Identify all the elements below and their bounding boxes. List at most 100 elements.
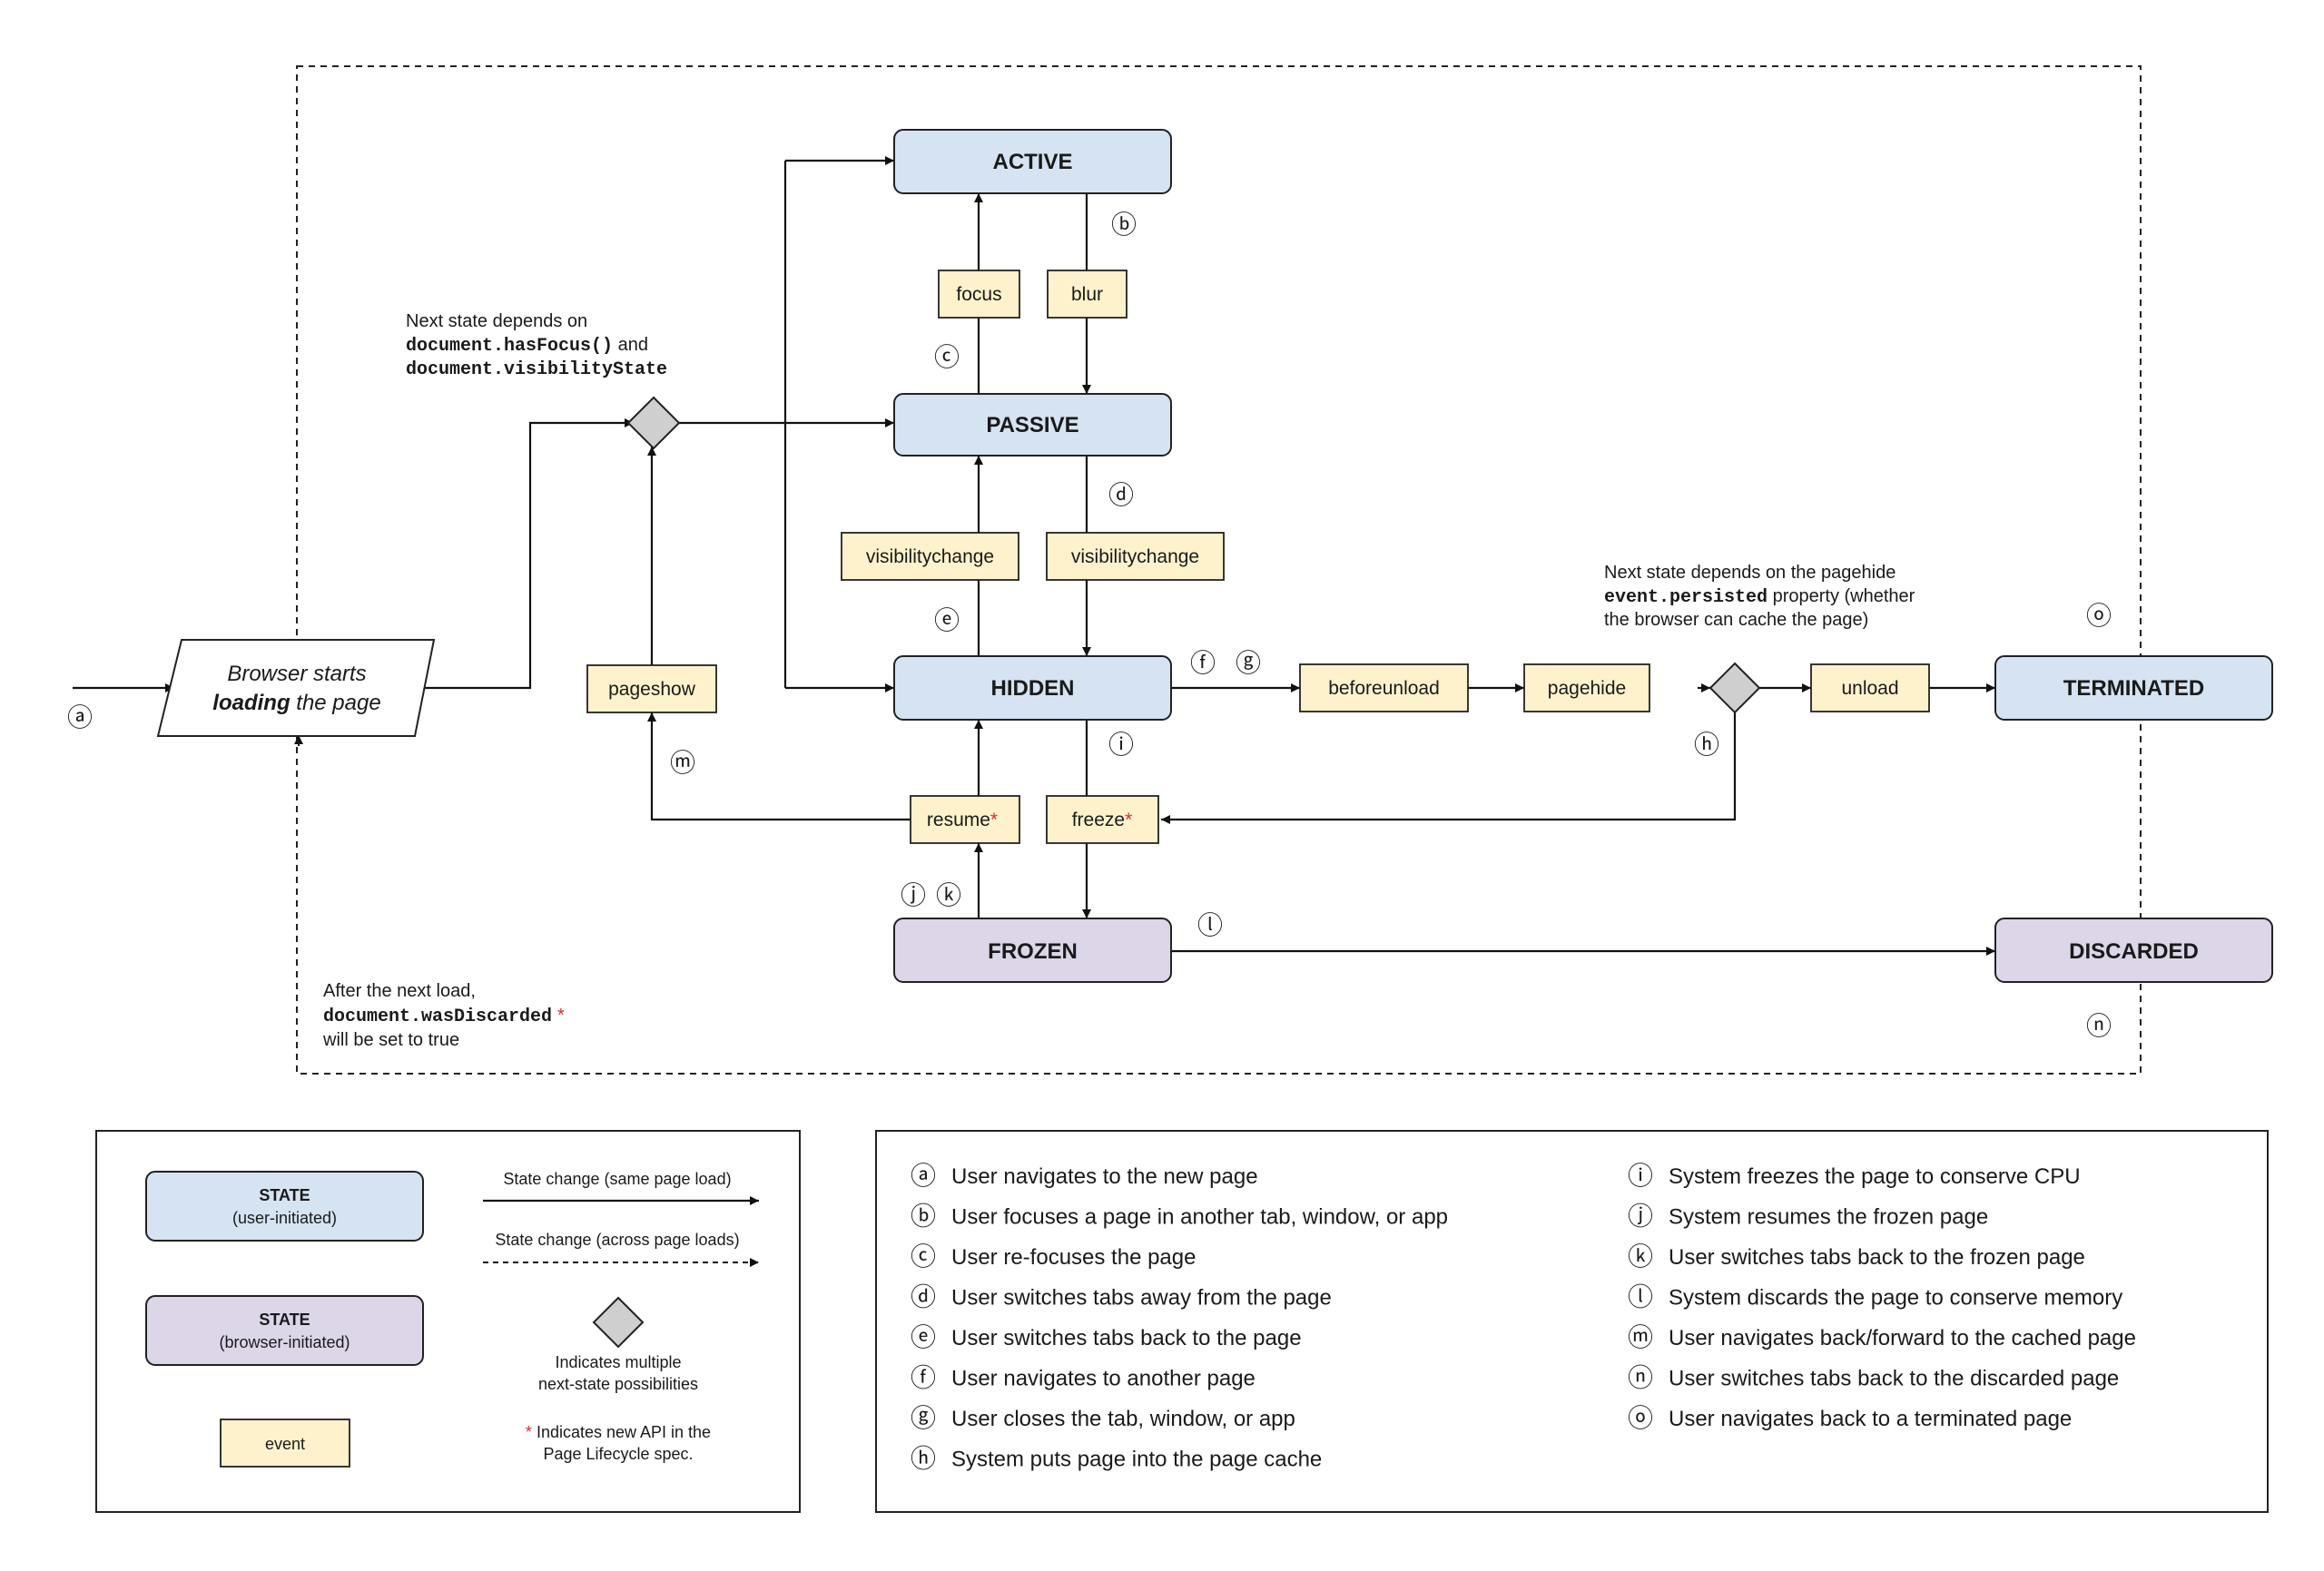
key-item-text: User closes the tab, window, or app <box>951 1407 1295 1431</box>
key-item-marker: ⓙ <box>1628 1202 1653 1232</box>
event-blur: blur <box>1047 270 1128 319</box>
legend-state-label: STATE <box>259 1311 310 1329</box>
key-item-marker: ⓒ <box>911 1242 936 1272</box>
pagehide-note: Next state depends on the pagehide event… <box>1604 563 1915 630</box>
state-discarded: DISCARDED <box>1994 918 2273 983</box>
start-line1: Browser starts <box>227 662 366 686</box>
state-terminated: TERMINATED <box>1994 655 2273 721</box>
marker-c: ⓒ <box>934 342 960 372</box>
key-item-marker: ⓓ <box>911 1282 936 1312</box>
event-focus-label: focus <box>956 284 1001 305</box>
key-item: ⓓ User switches tabs away from the page <box>911 1282 1332 1312</box>
key-item: ⓚ User switches tabs back to the frozen p… <box>1628 1242 2085 1272</box>
visibility-note-line3: document.visibilityState <box>406 359 667 380</box>
start-to-diamond-arrow <box>419 418 634 690</box>
legend-diamond-line1: Indicates multiple <box>555 1353 681 1371</box>
page-load-boundary <box>296 65 2142 1075</box>
key-item-text: User re-focuses the page <box>951 1245 1196 1270</box>
event-visibilitychange-up: visibilitychange <box>841 532 1019 581</box>
key-item-marker: ⓐ <box>911 1161 936 1191</box>
key-item-text: System resumes the frozen page <box>1669 1205 1988 1230</box>
marker-a: ⓐ <box>67 702 93 732</box>
key-item: ⓒ User re-focuses the page <box>911 1242 1196 1272</box>
visibility-note-line2: document.hasFocus() and <box>406 335 648 357</box>
diamond-to-freeze-arrow <box>1161 712 1737 824</box>
legend-across-loads-label: State change (across page loads) <box>495 1231 739 1249</box>
marker-l: ⓛ <box>1197 910 1223 940</box>
marker-b: ⓑ <box>1111 210 1137 240</box>
transition-key: ⓐ User navigates to the new page ⓑ User foc… <box>875 1130 2269 1513</box>
state-hidden: HIDDEN <box>893 655 1172 721</box>
event-pageshow-label: pageshow <box>608 679 696 700</box>
marker-j: ⓙ <box>901 880 926 910</box>
visibility-note: Next state depends on document.hasFocus(… <box>406 311 667 380</box>
start-shape <box>156 639 436 737</box>
key-item-marker: ⓑ <box>911 1202 936 1232</box>
key-item-text: User switches tabs away from the page <box>951 1286 1332 1311</box>
marker-i: ⓘ <box>1108 730 1134 760</box>
key-item-text: User navigates to the new page <box>951 1164 1258 1189</box>
visibility-note-line1: Next state depends on <box>406 311 587 331</box>
key-item: ⓘ System freezes the page to conserve CPU <box>1628 1161 2081 1191</box>
event-visibilitychange-down: visibilitychange <box>1046 532 1225 581</box>
event-unload-label: unload <box>1841 678 1898 699</box>
marker-k: ⓚ <box>936 880 961 910</box>
new-api-star: * <box>990 810 998 830</box>
legend-event: event <box>220 1419 350 1468</box>
connectors <box>73 156 1995 956</box>
marker-n: ⓝ <box>2086 1011 2112 1041</box>
legend-same-load-label: State change (same page load) <box>503 1170 731 1188</box>
state-passive-label: PASSIVE <box>986 413 1078 437</box>
resume-to-pageshow-arrow <box>647 712 911 821</box>
key-item-text: User navigates back to a terminated page <box>1669 1407 2072 1431</box>
state-discarded-label: DISCARDED <box>2069 939 2199 964</box>
discarded-note-line1: After the next load, <box>323 981 476 1001</box>
marker-e: ⓔ <box>934 605 960 635</box>
key-item-marker: ⓝ <box>1628 1363 1653 1393</box>
discarded-note-line3: will be set to true <box>322 1030 459 1050</box>
state-hidden-label: HIDDEN <box>990 676 1074 701</box>
key-item-marker: ⓘ <box>1628 1161 1653 1191</box>
transition-markers: ⓐ ⓑ ⓒ ⓓ ⓔ ⓕ ⓖ ⓗ ⓘ ⓙ ⓚ ⓛ ⓜ ⓝ ⓞ <box>67 210 2112 1041</box>
key-item-text: System freezes the page to conserve CPU <box>1669 1164 2081 1189</box>
state-active-label: ACTIVE <box>992 150 1072 174</box>
marker-m: ⓜ <box>670 748 695 778</box>
event-resume: resume* <box>910 795 1020 844</box>
key-item-marker: ⓛ <box>1628 1282 1653 1312</box>
pagehide-note-line2: event.persisted property (whether <box>1604 586 1915 608</box>
state-active: ACTIVE <box>893 129 1172 194</box>
event-visibilitychange-down-label: visibilitychange <box>1071 546 1199 567</box>
event-freeze: freeze* <box>1046 795 1159 844</box>
key-item-marker: ⓚ <box>1628 1242 1653 1272</box>
marker-d: ⓓ <box>1108 480 1134 510</box>
marker-o: ⓞ <box>2086 601 2112 631</box>
event-resume-label: resume* <box>927 810 998 830</box>
discarded-note-line2: document.wasDiscarded* <box>323 1006 565 1027</box>
legend-browser-state: STATE (browser-initiated) <box>145 1295 424 1366</box>
legend-browser-initiated: (browser-initiated) <box>219 1333 350 1351</box>
event-beforeunload: beforeunload <box>1299 663 1469 712</box>
event-freeze-label: freeze* <box>1072 810 1133 830</box>
key-item-text: User focuses a page in another tab, wind… <box>951 1205 1448 1230</box>
state-passive: PASSIVE <box>893 393 1172 457</box>
event-beforeunload-label: beforeunload <box>1328 678 1440 699</box>
marker-h: ⓗ <box>1694 730 1719 760</box>
key-item: ⓙ System resumes the frozen page <box>1628 1202 1988 1232</box>
key-item-marker: ⓔ <box>911 1322 936 1352</box>
state-frozen-label: FROZEN <box>988 939 1078 964</box>
key-item-text: User navigates back/forward to the cache… <box>1669 1326 2136 1350</box>
key-item-text: User switches tabs back to the frozen pa… <box>1669 1245 2085 1270</box>
state-frozen: FROZEN <box>893 918 1172 983</box>
key-item-marker: ⓞ <box>1628 1403 1653 1433</box>
legend-new-api-line1: * Indicates new API in the <box>526 1423 711 1441</box>
state-terminated-label: TERMINATED <box>2063 676 2205 701</box>
key-item-marker: ⓕ <box>911 1363 936 1393</box>
pagehide-note-line3: the browser can cache the page) <box>1604 610 1868 630</box>
legend-user-initiated: (user-initiated) <box>232 1209 337 1227</box>
